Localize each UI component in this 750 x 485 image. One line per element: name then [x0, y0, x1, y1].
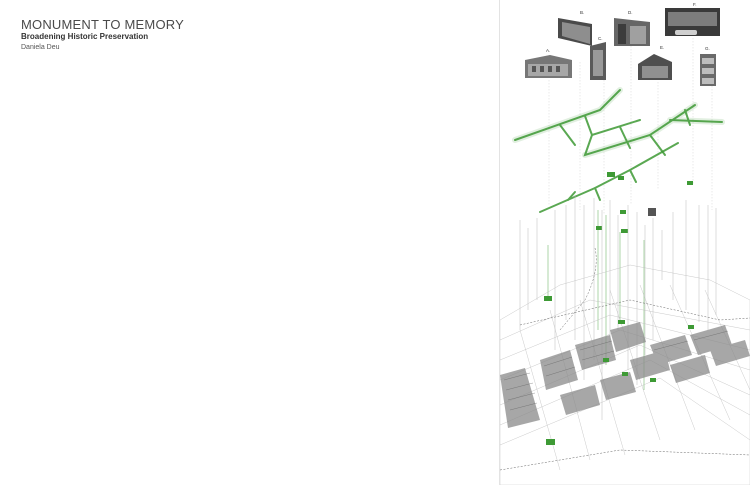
photo-label-g: G. [705, 46, 710, 51]
document-title: MONUMENT TO MEMORY [21, 17, 184, 32]
site-plan-dashed [500, 247, 750, 471]
green-patches-upper [596, 172, 693, 233]
photo-f: F. [665, 2, 720, 36]
photo-e: E. [638, 45, 672, 80]
vertical-pins [519, 195, 717, 420]
document-subtitle: Broadening Historic Preservation [21, 32, 149, 41]
upper-green-glow [512, 87, 725, 158]
photo-label-b: B. [580, 10, 584, 15]
building-hatch [503, 330, 729, 411]
photo-d: D. [614, 10, 650, 46]
photo-drop-lines [548, 38, 713, 215]
photo-g: G. [700, 46, 716, 86]
author-name: Daniela Deu [21, 44, 60, 51]
lower-green-network [539, 142, 679, 213]
ground-green-patches [544, 296, 694, 445]
photo-label-f: F. [693, 2, 697, 7]
photo-b: B. [558, 10, 592, 46]
photo-label-e: E. [660, 45, 664, 50]
right-page: A. B. C. D. E. [500, 0, 750, 485]
building-blocks [500, 322, 750, 428]
page-gutter [499, 0, 500, 485]
photo-label-c: C. [598, 36, 603, 41]
photo-label-d: D. [628, 10, 633, 15]
photo-a: A. [525, 48, 572, 78]
photo-c: C. [590, 36, 606, 80]
left-page: MONUMENT TO MEMORY Broadening Historic P… [21, 17, 184, 51]
exploded-axonometric-diagram: A. B. C. D. E. [500, 2, 750, 485]
photo-label-a: A. [546, 48, 550, 53]
